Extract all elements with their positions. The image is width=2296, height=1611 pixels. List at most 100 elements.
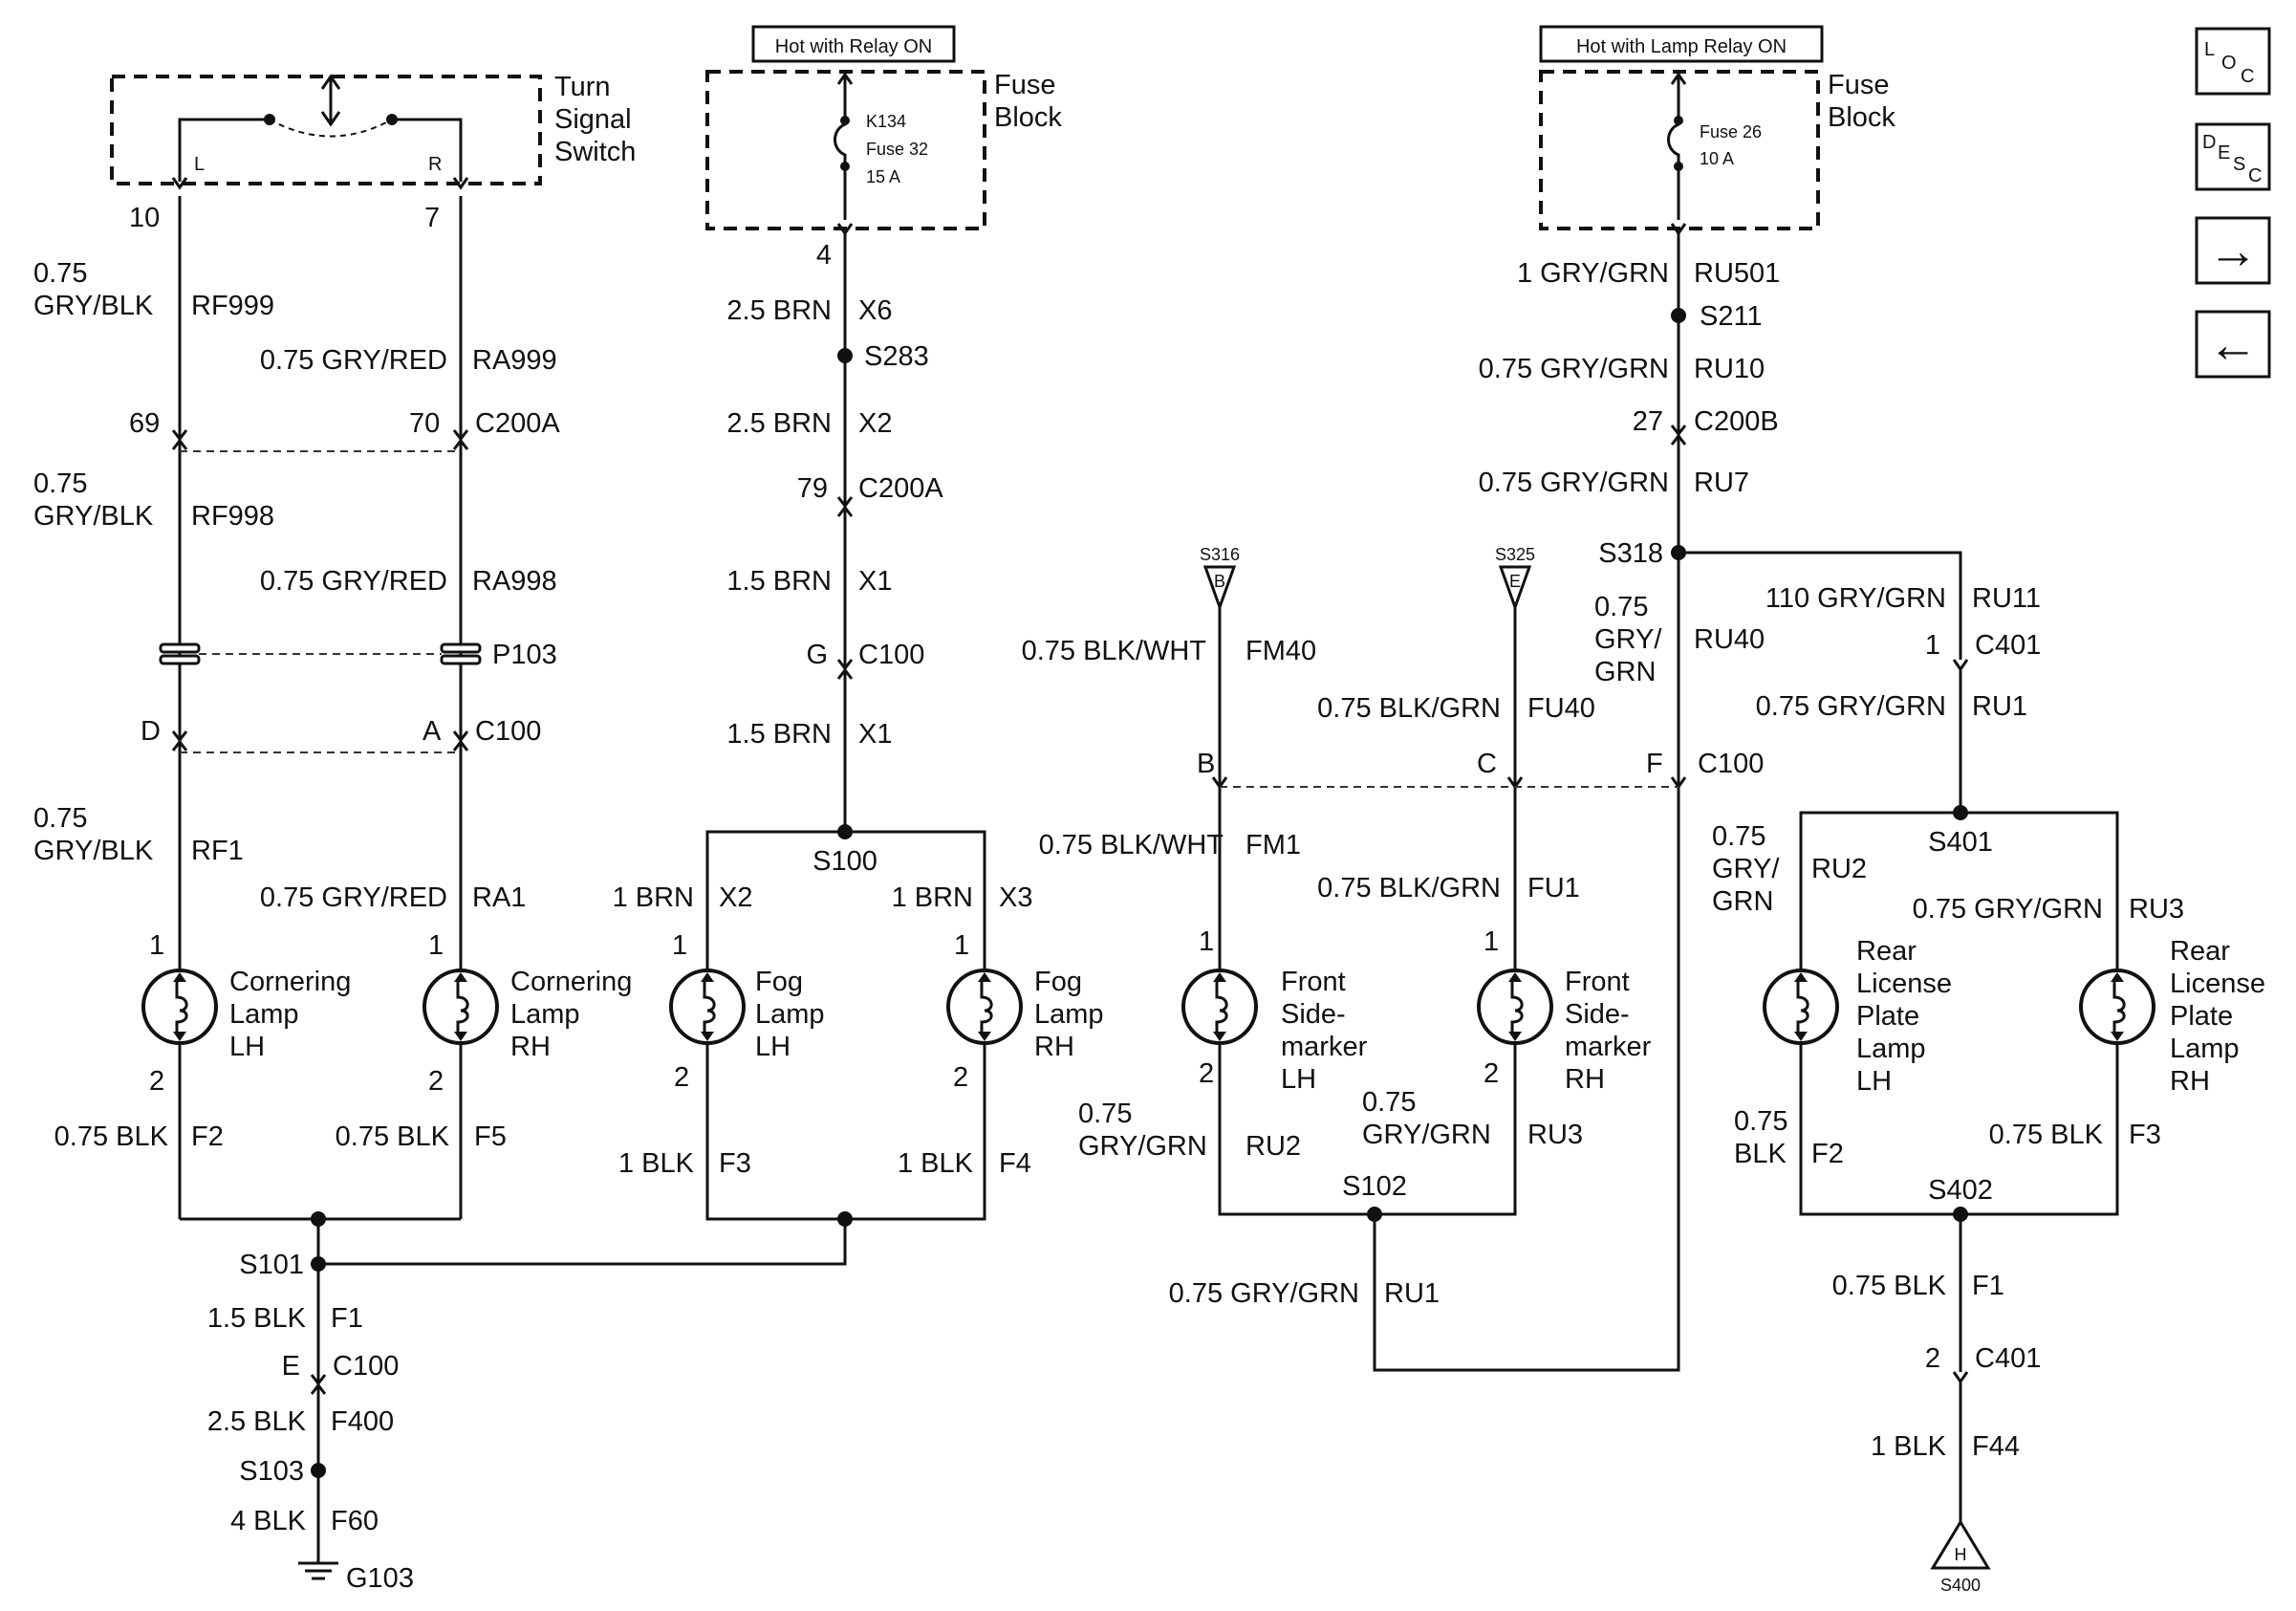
pin-label: 1 [954, 930, 969, 961]
pin-label: E [282, 1351, 300, 1382]
wire-size: 0.75 [1362, 1087, 1416, 1118]
wire-color: GRY/GRN [1078, 1131, 1207, 1162]
connector-label: P103 [492, 640, 557, 670]
wire-label: 1 BRN [892, 882, 973, 913]
circuit-id: RA999 [472, 345, 557, 376]
svg-text:Lamp: Lamp [510, 999, 580, 1030]
circuit-id: F5 [474, 1121, 507, 1152]
wire-label: 110 GRY/GRN [1765, 583, 1946, 614]
circuit-id: F44 [1972, 1431, 2020, 1462]
wire-label: 0.75 BLK/WHT [1039, 830, 1224, 860]
fog-lamp-rh-label: Fog Lamp RH [1034, 967, 1104, 1062]
pin-label: A [422, 716, 442, 747]
connector-label: C200A [475, 408, 560, 439]
wire-color: GRN [1594, 657, 1656, 687]
pin-label: 1 [428, 930, 444, 961]
fuse-block-2-box [1539, 70, 1820, 230]
svg-text:Fuse 26: Fuse 26 [1700, 122, 1762, 142]
fuse-block-1: Fuse Block [994, 70, 1062, 133]
pin-label: 27 [1633, 406, 1663, 437]
svg-text:Rear: Rear [2170, 936, 2230, 967]
fog-lamp-lh-label: Fog Lamp LH [755, 967, 825, 1062]
fuse-26-icon [1667, 73, 1680, 220]
connector-label: C100 [858, 640, 924, 670]
pin-label: 1 [1199, 926, 1214, 957]
svg-text:Fuse: Fuse [1828, 70, 1889, 100]
svg-text:License: License [2170, 969, 2265, 999]
circuit-id: RU1 [1384, 1278, 1440, 1309]
pin-label: 69 [129, 408, 160, 439]
wire-color: GRY/ [1594, 624, 1662, 655]
license-lamp-lh-icon [1763, 969, 1839, 1045]
wire-label: 0.75 GRY/GRN [1169, 1278, 1359, 1309]
svg-text:D: D [2202, 132, 2216, 153]
circuit-id: FM40 [1245, 636, 1316, 666]
wire-label: 0.75 BLK/GRN [1317, 873, 1501, 903]
prev-page-button[interactable]: ← [2195, 310, 2271, 379]
pin-label: 1 [1925, 630, 1940, 661]
connector-label: C200B [1694, 406, 1779, 437]
svg-text:Signal: Signal [554, 104, 632, 135]
arrow-left-icon: ← [2208, 317, 2258, 373]
splice-label: S318 [1598, 538, 1663, 569]
circuit-id: X3 [999, 882, 1032, 913]
side-marker-lh-label: Front Side- marker LH [1281, 967, 1368, 1095]
circuit-id: F2 [1811, 1139, 1844, 1169]
turn-signal-switch-box [110, 75, 542, 185]
splice-label: S101 [239, 1250, 304, 1280]
svg-text:Front: Front [1565, 967, 1630, 997]
svg-text:marker: marker [1565, 1032, 1652, 1062]
next-page-button[interactable]: → [2195, 216, 2271, 285]
pin-label: 4 [816, 240, 832, 271]
ground-chain: S101 1.5 BLK F1 E C100 2.5 BLK F400 S103… [207, 1250, 414, 1594]
circuit-id: RF1 [191, 836, 244, 866]
desc-button[interactable]: D E S C [2195, 122, 2271, 191]
wire-size: 0.75 [33, 258, 87, 289]
wire-label: 0.75 BLK [54, 1121, 169, 1152]
wire-label: 0.75 GRY/GRN [1913, 894, 2103, 925]
fuse-block-2: Fuse Block [1828, 70, 1895, 133]
circuit-id: FU1 [1527, 873, 1580, 903]
svg-text:Switch: Switch [554, 137, 636, 167]
wire-label: 1 GRY/GRN [1517, 258, 1669, 289]
circuit-id: F1 [1972, 1271, 2004, 1301]
arrow-right-icon: → [2208, 224, 2258, 279]
svg-text:Lamp: Lamp [755, 999, 825, 1030]
circuit-id: RU3 [1527, 1120, 1583, 1150]
wire-label: 1.5 BLK [207, 1303, 307, 1334]
fog-lamp-lh-icon [669, 969, 746, 1045]
pin-label: 1 [149, 930, 164, 961]
wire-label: 0.75 GRY/RED [260, 345, 447, 376]
pin-label: G [806, 640, 828, 670]
wire-size: 0.75 [1734, 1106, 1787, 1137]
wire-color: BLK [1734, 1139, 1787, 1169]
svg-text:marker: marker [1281, 1032, 1368, 1062]
circuit-id: F3 [2129, 1120, 2161, 1150]
wire-size: 0.75 [1594, 592, 1648, 622]
ground-ref-letter: E [1509, 572, 1521, 591]
circuit-id: RU1 [1972, 691, 2027, 722]
svg-text:RH: RH [1565, 1064, 1605, 1095]
ground-ref-s325-icon [1498, 565, 1532, 612]
ground-ref-letter: H [1955, 1545, 1967, 1564]
svg-text:Rear: Rear [1856, 936, 1917, 967]
wire-color: GRY/BLK [33, 291, 154, 321]
pin-label: 2 [953, 1062, 968, 1093]
pin-label: F [1646, 749, 1663, 779]
svg-text:C: C [2241, 66, 2254, 87]
svg-text:C: C [2248, 165, 2262, 186]
svg-text:Front: Front [1281, 967, 1346, 997]
fuse-32-icon [834, 73, 847, 220]
license-lamp-rh-label: Rear License Plate Lamp RH [2170, 936, 2265, 1097]
circuit-id: X2 [858, 408, 892, 439]
wire-label: 0.75 GRY/GRN [1479, 354, 1669, 384]
connector-label: C100 [333, 1351, 399, 1382]
wire-size: 0.75 [1712, 821, 1765, 852]
loc-button[interactable]: L O C [2195, 27, 2271, 96]
circuit-id: RU10 [1694, 354, 1765, 384]
relay-on-header: Hot with Relay ON [775, 36, 933, 57]
svg-text:L: L [2204, 39, 2215, 60]
circuit-id: F3 [719, 1148, 751, 1179]
side-marker-lh-icon [1181, 969, 1258, 1045]
